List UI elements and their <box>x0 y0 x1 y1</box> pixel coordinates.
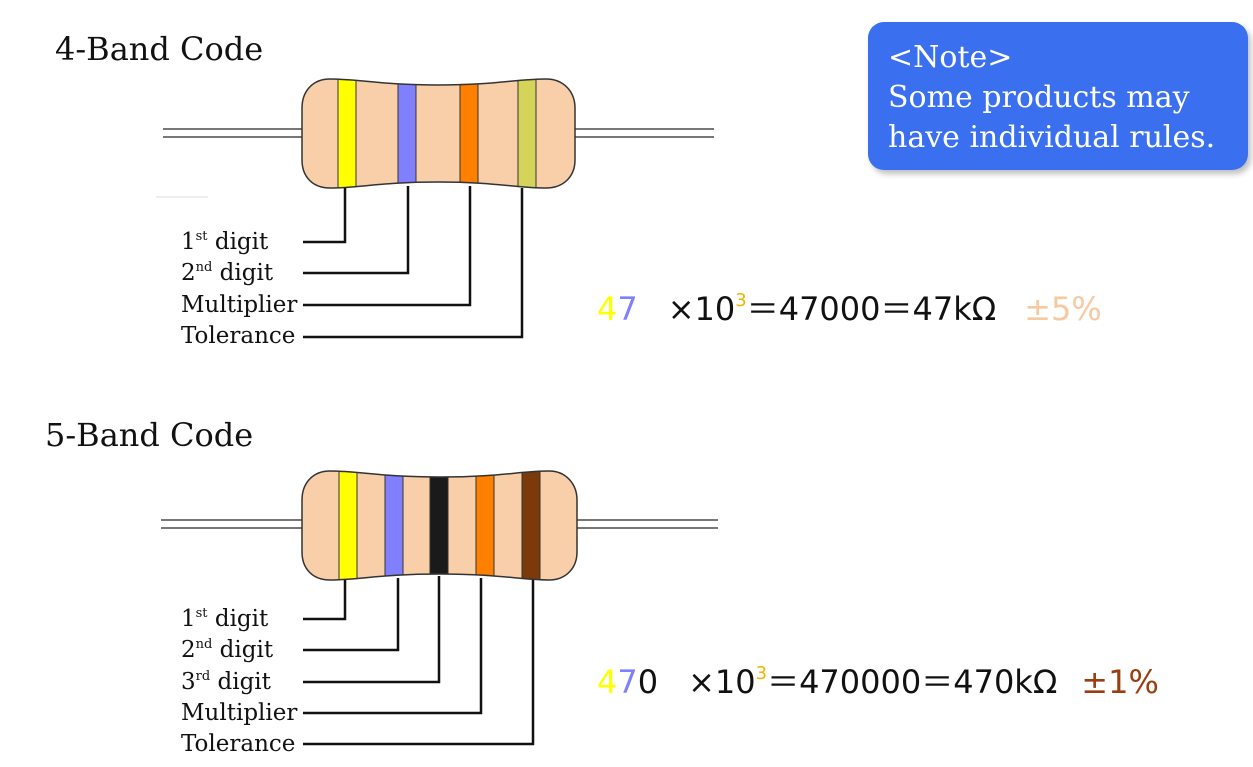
label-2nd-digit: 2nd digit <box>181 637 274 663</box>
formula-result: ＝47000＝47kΩ <box>746 290 997 328</box>
resistor-lead-right <box>574 519 718 529</box>
formula-digit-1: 4 <box>597 663 618 701</box>
label-tolerance: Tolerance <box>181 323 296 349</box>
note-callout: <Note> Some products may have individual… <box>868 22 1248 170</box>
five-band-title: 5-Band Code <box>45 416 254 454</box>
label-multiplier: Multiplier <box>181 700 298 726</box>
label-1st-digit: 1st digit <box>181 606 269 632</box>
note-line-2: have individual rules. <box>888 120 1216 155</box>
leader-multiplier <box>303 578 483 715</box>
formula-digit-2: 7 <box>617 290 638 328</box>
four-band-title: 4-Band Code <box>55 30 264 68</box>
formula-digit-3: 0 <box>637 663 659 701</box>
band-1st-digit <box>338 471 358 580</box>
leader-2nd-digit <box>303 186 410 275</box>
resistor-lead-right <box>572 128 714 138</box>
leader-lines <box>303 576 535 746</box>
leader-multiplier <box>303 186 472 307</box>
formula-result: ＝470000＝470kΩ <box>767 663 1058 701</box>
resistor-body <box>302 79 575 188</box>
formula-times: ×10 <box>688 663 756 701</box>
band-multiplier <box>459 79 479 188</box>
band-3rd-digit <box>429 471 449 580</box>
resistor-lead-left <box>163 128 305 138</box>
leader-lines <box>303 186 524 339</box>
formula-exponent: 3 <box>735 290 747 311</box>
label-2nd-digit: 2nd digit <box>181 260 274 286</box>
leader-1st-digit <box>303 188 347 244</box>
band-multiplier <box>475 471 495 580</box>
five-band-formula: 470 ×103＝470000＝470kΩ ±1% <box>597 663 1159 701</box>
leader-tolerance <box>303 188 524 339</box>
label-tolerance: Tolerance <box>181 731 296 757</box>
label-1st-digit: 1st digit <box>181 229 269 255</box>
note-line-1: Some products may <box>888 80 1190 115</box>
resistor-lead-left <box>161 519 305 529</box>
label-multiplier: Multiplier <box>181 292 298 318</box>
leader-1st-digit <box>303 580 347 621</box>
formula-times: ×10 <box>667 290 736 328</box>
band-2nd-digit <box>384 471 404 580</box>
formula-tolerance: ±1% <box>1081 663 1159 701</box>
band-1st-digit <box>337 79 357 188</box>
note-heading: <Note> <box>888 40 1013 75</box>
leader-2nd-digit <box>303 578 400 652</box>
formula-exponent: 3 <box>755 663 768 684</box>
band-tolerance <box>521 471 541 580</box>
formula-digit-1: 4 <box>597 290 618 328</box>
label-3rd-digit: 3rd digit <box>181 669 271 695</box>
leader-tolerance <box>303 580 535 746</box>
formula-tolerance: ±5% <box>1024 290 1102 328</box>
four-band-formula: 47 ×103＝47000＝47kΩ ±5% <box>597 290 1102 328</box>
formula-digit-2: 7 <box>617 663 638 701</box>
band-tolerance <box>517 79 537 188</box>
band-2nd-digit <box>397 79 417 188</box>
leader-3rd-digit <box>303 576 441 684</box>
